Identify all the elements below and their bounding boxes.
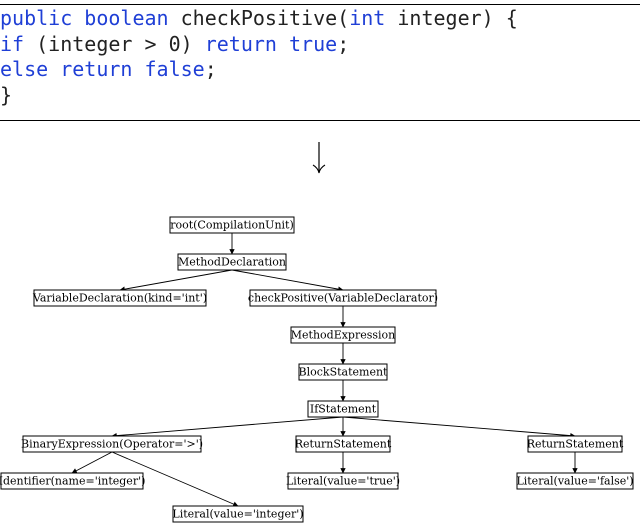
node-label: MethodDeclaration bbox=[178, 256, 286, 269]
node-label: ReturnStatement bbox=[295, 438, 392, 451]
code-text: checkPositive( bbox=[168, 6, 350, 30]
code-text: integer) { bbox=[385, 6, 518, 30]
node-label: root(CompilationUnit) bbox=[170, 219, 294, 232]
node-box bbox=[295, 435, 391, 453]
code-text: ; bbox=[337, 31, 350, 56]
tree-node-block: BlockStatement bbox=[298, 363, 389, 381]
node-box bbox=[172, 505, 304, 523]
code-keyword: int bbox=[349, 6, 386, 30]
tree-node-checkpos: checkPositive(VariableDeclarator) bbox=[248, 289, 438, 307]
code-keyword: public bbox=[0, 6, 73, 30]
node-box bbox=[298, 363, 388, 381]
code-text: } bbox=[0, 82, 13, 107]
node-box bbox=[249, 289, 437, 307]
node-label: Identifier(name='integer') bbox=[0, 475, 145, 488]
tree-node-ret2: ReturnStatement bbox=[527, 435, 624, 453]
node-box bbox=[527, 435, 623, 453]
tree-node-ident: Identifier(name='integer') bbox=[0, 472, 145, 490]
node-label: BinaryExpression(Operator='>') bbox=[21, 438, 203, 451]
tree-nodes: root(CompilationUnit) MethodDeclarationVa… bbox=[0, 216, 634, 523]
edge-method-to-vardecl bbox=[119, 269, 233, 292]
tree-node-ret1: ReturnStatement bbox=[295, 435, 392, 453]
tree-node-method: MethodDeclaration bbox=[177, 253, 287, 271]
node-label: VariableDeclaration(kind='int') bbox=[32, 292, 207, 305]
tree-node-binexpr: BinaryExpression(Operator='>') bbox=[21, 435, 203, 453]
edge-method-to-checkpos bbox=[231, 269, 344, 292]
code-keyword: else bbox=[0, 57, 49, 81]
code-text: ; bbox=[204, 57, 217, 81]
node-box bbox=[290, 326, 396, 344]
code-line: if (integer > 0) return true; bbox=[0, 32, 518, 58]
code-keyword: return bbox=[204, 31, 277, 56]
code-keyword: false bbox=[144, 57, 205, 81]
node-box bbox=[177, 253, 287, 271]
edge-binexpr-to-ident bbox=[71, 451, 113, 474]
tree-node-methexpr: MethodExpression bbox=[290, 326, 396, 344]
code-text: (integer > 0) bbox=[24, 31, 205, 56]
tree-node-vardecl: VariableDeclaration(kind='int') bbox=[32, 289, 207, 307]
node-box bbox=[22, 435, 202, 453]
code-line: } bbox=[0, 83, 518, 109]
node-box bbox=[516, 472, 634, 490]
code-keyword: true bbox=[289, 31, 338, 56]
node-label: BlockStatement bbox=[299, 366, 389, 379]
node-box bbox=[307, 400, 379, 418]
node-label: ReturnStatement bbox=[527, 438, 624, 451]
code-line: else return false; bbox=[0, 57, 518, 83]
edge-ifstmt-to-ret2 bbox=[342, 416, 576, 439]
node-box bbox=[169, 216, 295, 234]
code-keyword: if bbox=[0, 31, 25, 56]
tree-node-ifstmt: IfStatement bbox=[307, 400, 379, 418]
node-label: MethodExpression bbox=[291, 329, 396, 342]
tree-node-lit1: Literal(value='true') bbox=[286, 472, 400, 490]
tree-node-lit3: Literal(value='integer') bbox=[172, 505, 304, 523]
node-label: checkPositive(VariableDeclarator) bbox=[248, 292, 438, 305]
top-rule bbox=[0, 4, 640, 5]
node-label: Literal(value='true') bbox=[286, 475, 400, 488]
tree-node-lit2: Literal(value='false') bbox=[516, 472, 634, 490]
node-box bbox=[0, 472, 144, 490]
tree-edges bbox=[71, 233, 578, 507]
tree-node-root: root(CompilationUnit) bbox=[169, 216, 295, 234]
node-box bbox=[287, 472, 399, 490]
code-snippet: public boolean checkPositive(int integer… bbox=[0, 6, 518, 108]
edge-binexpr-to-lit3 bbox=[111, 451, 239, 507]
node-label: Literal(value='integer') bbox=[172, 508, 303, 521]
code-line: public boolean checkPositive(int integer… bbox=[0, 6, 518, 32]
node-label: IfStatement bbox=[310, 403, 377, 416]
node-label: Literal(value='false') bbox=[516, 475, 633, 488]
bottom-rule bbox=[0, 120, 640, 121]
code-keyword: return bbox=[60, 57, 133, 81]
edge-ifstmt-to-binexpr bbox=[111, 416, 344, 439]
code-keyword: boolean bbox=[84, 6, 169, 30]
node-box bbox=[33, 289, 207, 307]
down-arrow-icon bbox=[312, 142, 326, 174]
